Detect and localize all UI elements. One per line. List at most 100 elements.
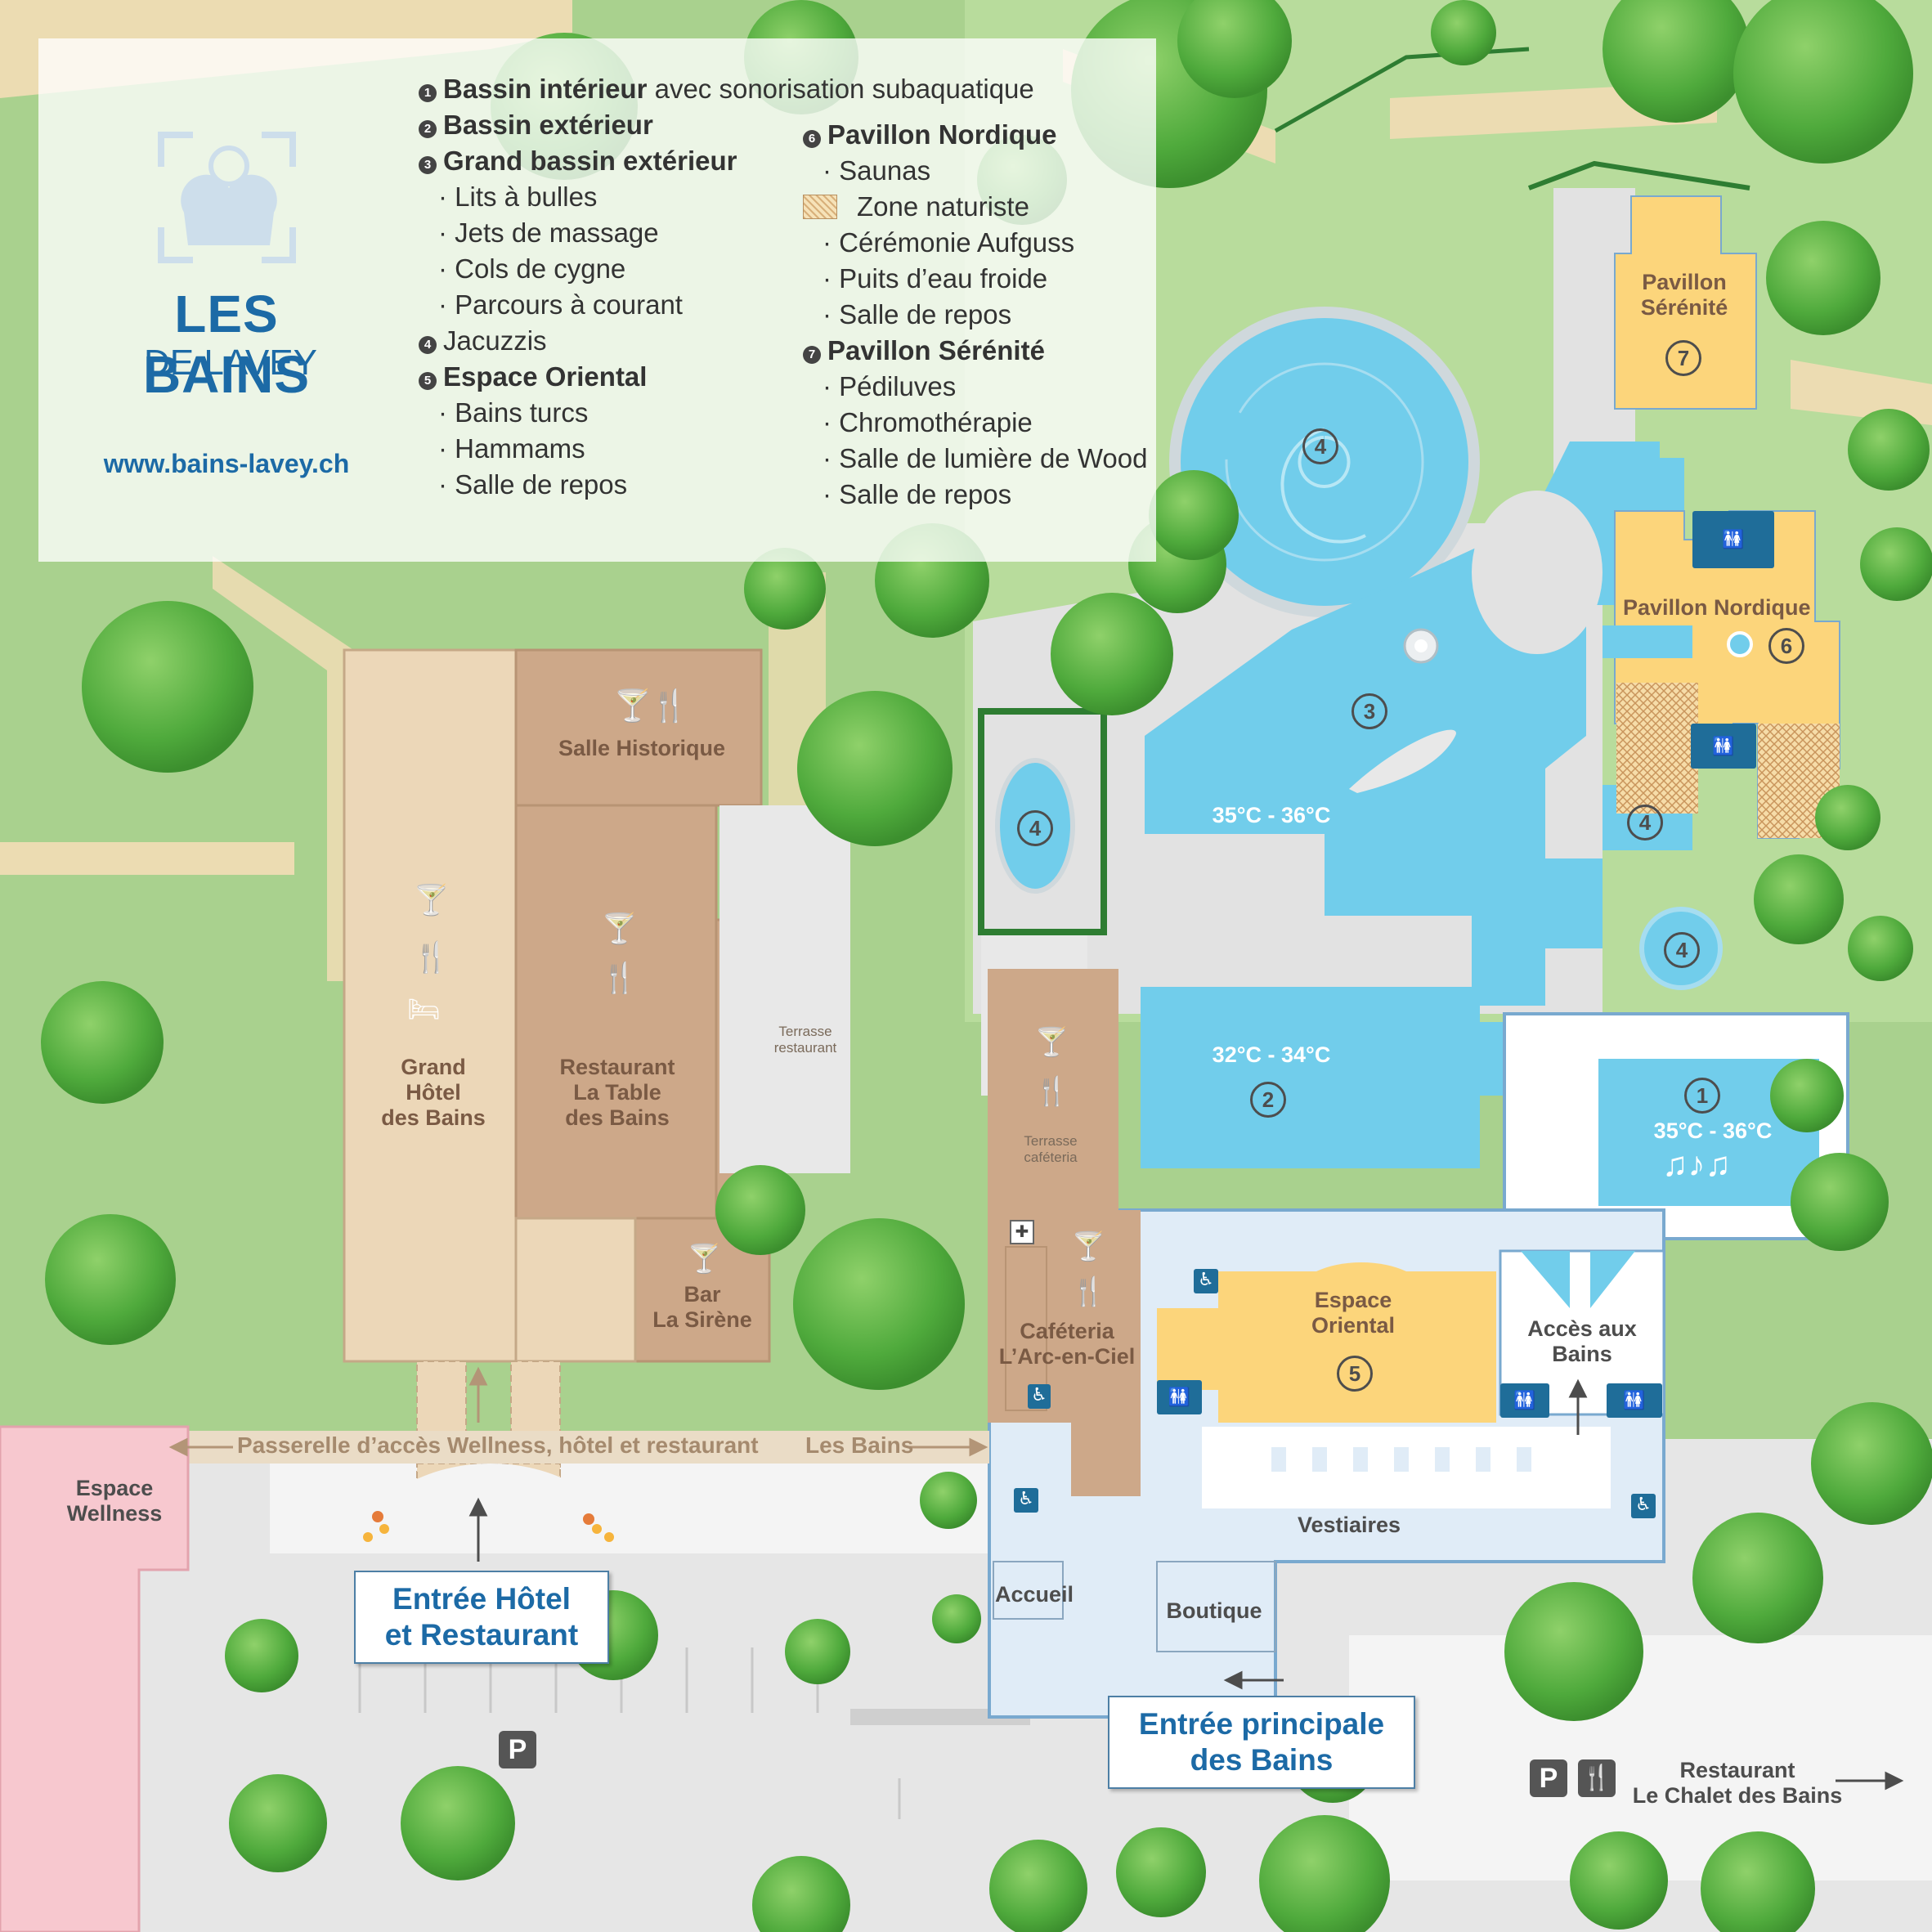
label-boutique: Boutique [1166,1598,1262,1623]
wheelchair-icon: ♿ [1014,1488,1038,1513]
parking-icon: P [1530,1759,1567,1797]
cutlery-icon: 🍴 [1034,1076,1069,1107]
bed-icon: 🛏 [407,994,441,1024]
label-acces-bains: Accès aux Bains [1527,1316,1637,1367]
first-aid-icon: ✚ [1010,1220,1034,1244]
pool3-temperature: 35°C - 36°C [1212,803,1331,827]
legend-sub-item: · Cérémonie Aufguss [823,227,1075,258]
legend-item-3: 3 Grand bassin extérieur [419,143,1034,179]
legend-heading: Grand bassin extérieur [443,146,737,176]
nordique-lower-toilets-icon: 🚻 [1691,724,1756,769]
marker-1: 1 [1684,1078,1720,1114]
legend-sub-item: · Puits d’eau froide [823,263,1048,294]
legend-sub-item: · Pédiluves [823,371,957,401]
label-cafeteria: Caféteria L’Arc-en-Ciel [998,1319,1136,1369]
legend-sub-item: · Salle de repos [438,469,628,500]
label-vestiaires: Vestiaires [1297,1513,1401,1537]
marker-4-oval: 4 [1017,810,1053,846]
legend-sub-item: · Hammams [438,433,585,464]
wheelchair-icon: ♿ [1194,1269,1218,1293]
legend-sub-item: · Saunas [823,155,931,186]
marker-3: 3 [1352,693,1387,729]
legend-heading: Pavillon Sérénité [827,335,1045,365]
music-note-icon: ♫♪♫ [1662,1145,1731,1183]
number-badge-icon: 2 [419,120,437,138]
legend-item-2: 2 Bassin extérieur [419,107,1034,143]
legend-heading: Bassin intérieur [443,74,648,104]
marker-2: 2 [1250,1082,1286,1118]
label-espace-oriental: Espace Oriental [1311,1288,1396,1338]
legend-sub-item: · Lits à bulles [438,182,598,212]
parking-icon: P [499,1731,536,1768]
wheelchair-icon: ♿ [1631,1494,1656,1518]
legend-heading: Espace Oriental [443,361,648,392]
legend-naturist-zone: Zone naturiste [803,189,1147,225]
entry-hotel-restaurant[interactable]: Entrée Hôtel et Restaurant [354,1571,609,1664]
label-pavillon-serenite: Pavillon Sérénité [1640,270,1728,321]
label-grand-hotel: Grand Hôtel des Bains [381,1055,486,1131]
legend-text: avec sonorisation subaquatique [647,74,1034,104]
drink-icon: 🍸 [601,912,638,945]
legend-sub-item: · Salle de lumière de Wood [823,443,1148,473]
number-badge-icon: 5 [419,372,437,390]
legend-text: Jacuzzis [443,325,547,356]
legend-sub-item: · Salle de repos [823,479,1012,509]
label-accueil: Accueil [994,1582,1074,1607]
brand-subtitle: DE LAVEY [144,343,317,383]
marker-4-square: 4 [1627,805,1663,840]
label-espace-wellness: Espace Wellness [66,1476,163,1526]
legend-naturist-label: Zone naturiste [857,191,1029,222]
restaurant-cutlery-icon: 🍴 [1578,1759,1616,1797]
drink-icon: 🍸 [687,1244,722,1275]
pool1-temperature: 35°C - 36°C [1653,1118,1773,1143]
marker-5: 5 [1337,1356,1373,1392]
label-pavillon-nordique: Pavillon Nordique [1623,595,1811,620]
toilets-icon: 🚻 [1157,1380,1202,1414]
marker-4-round: 4 [1664,932,1700,968]
cutlery-icon: 🍴 [650,689,689,724]
legend-sub-item: · Cols de cygne [438,253,626,284]
toilets-icon: 🚻 [1500,1383,1549,1418]
number-badge-icon: 3 [419,156,437,174]
label-terrasse-restaurant: Terrasse restaurant [773,1024,837,1056]
number-badge-icon: 7 [803,346,821,364]
legend-heading: Pavillon Nordique [827,119,1057,150]
legend-item-7: 7 Pavillon Sérénité [803,333,1147,369]
cutlery-icon: 🍴 [601,961,638,994]
entry-principale-bains[interactable]: Entrée principale des Bains [1108,1696,1415,1789]
wheelchair-icon: ♿ [1028,1384,1051,1409]
label-salle-historique: Salle Historique [558,736,726,760]
legend-item-6: 6 Pavillon Nordique [803,117,1147,153]
legend-sub-item: · Chromothérapie [823,407,1033,437]
marker-7: 7 [1665,340,1701,376]
legend-heading: Bassin extérieur [443,110,653,140]
label-les-bains: Les Bains [805,1432,914,1458]
hatch-swatch-icon [803,195,837,219]
drink-icon: 🍸 [1071,1231,1106,1262]
number-badge-icon: 6 [803,130,821,148]
legend-sub-item: · Salle de repos [823,299,1012,329]
drink-icon: 🍸 [1034,1027,1069,1058]
marker-4-spiral: 4 [1302,428,1338,464]
drink-icon: 🍸 [613,689,652,724]
cutlery-icon: 🍴 [1071,1276,1106,1307]
label-restaurant-chalet: Restaurant Le Chalet des Bains [1632,1758,1843,1809]
pool2-temperature: 32°C - 34°C [1212,1042,1331,1067]
legend-sub-item: · Parcours à courant [438,289,683,320]
drink-icon: 🍸 [413,883,450,917]
label-bar-sirene: Bar La Sirène [652,1282,752,1333]
legend-item-5: 5 Espace Oriental [419,359,1034,395]
toilets-icon: 🚻 [1607,1383,1662,1418]
website-link[interactable]: www.bains-lavey.ch [103,449,350,478]
label-passerelle: Passerelle d’accès Wellness, hôtel et re… [237,1432,759,1458]
legend-sub-item: · Bains turcs [438,397,589,428]
label-restaurant-table: Restaurant La Table des Bains [559,1055,675,1131]
brand-title: LES BAINS [142,285,311,404]
label-terrasse-cafeteria: Terrasse caféteria [1024,1133,1078,1165]
